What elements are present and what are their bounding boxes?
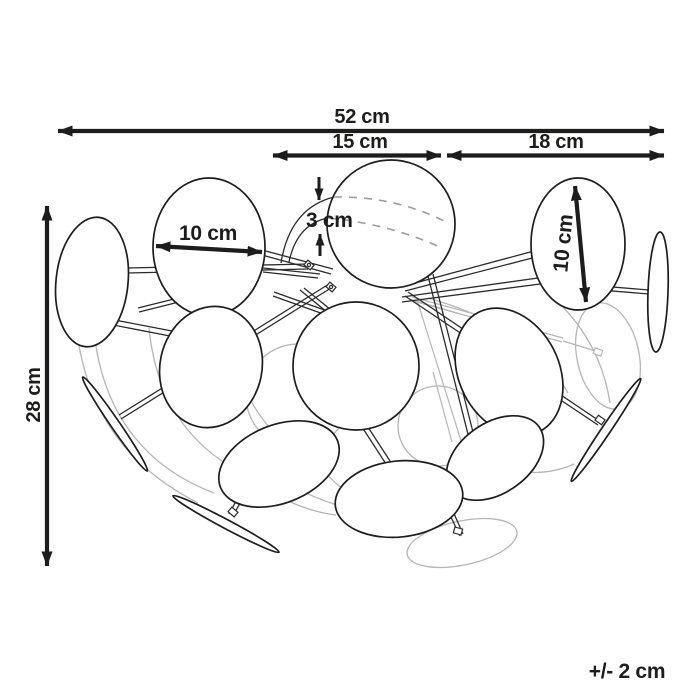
tolerance-note: +/- 2 cm bbox=[589, 660, 665, 683]
dim-overall-width-label: 52 cm bbox=[334, 106, 389, 128]
rear-disc-right bbox=[575, 302, 641, 410]
dim-disc-right-label: 10 cm bbox=[549, 213, 577, 273]
disc bbox=[158, 305, 264, 429]
dim-overall-height-label: 28 cm bbox=[23, 367, 45, 422]
disc-center bbox=[292, 301, 420, 431]
canopy-outer-arc bbox=[280, 196, 335, 264]
dim-canopy-height-label: 3 cm bbox=[306, 209, 353, 232]
canopy-and-sphere bbox=[280, 159, 456, 289]
canopy-hidden-edge bbox=[327, 217, 443, 249]
disc-edge-on bbox=[172, 494, 280, 554]
disc-edge-on bbox=[570, 377, 642, 483]
disc bbox=[54, 216, 130, 348]
dim-disc-left-arrow bbox=[155, 241, 263, 257]
dimension-annotations: 52 cm 15 cm 18 cm 28 cm 3 cm 10 cm 10 cm… bbox=[23, 106, 666, 683]
disc bbox=[334, 459, 464, 539]
dim-disc-right-arrow bbox=[570, 185, 591, 303]
rod-ferrules bbox=[227, 259, 606, 536]
canopy-inner-arc bbox=[288, 217, 329, 263]
disc-edge-on bbox=[81, 376, 149, 472]
disc bbox=[217, 419, 341, 509]
dim-center-span-label: 15 cm bbox=[332, 131, 387, 153]
disc-edge-on bbox=[646, 231, 670, 353]
dim-disc-left-label: 10 cm bbox=[179, 222, 237, 245]
lamp-illustration bbox=[54, 159, 670, 569]
dim-right-span-label: 18 cm bbox=[528, 131, 583, 153]
discs bbox=[54, 177, 670, 554]
